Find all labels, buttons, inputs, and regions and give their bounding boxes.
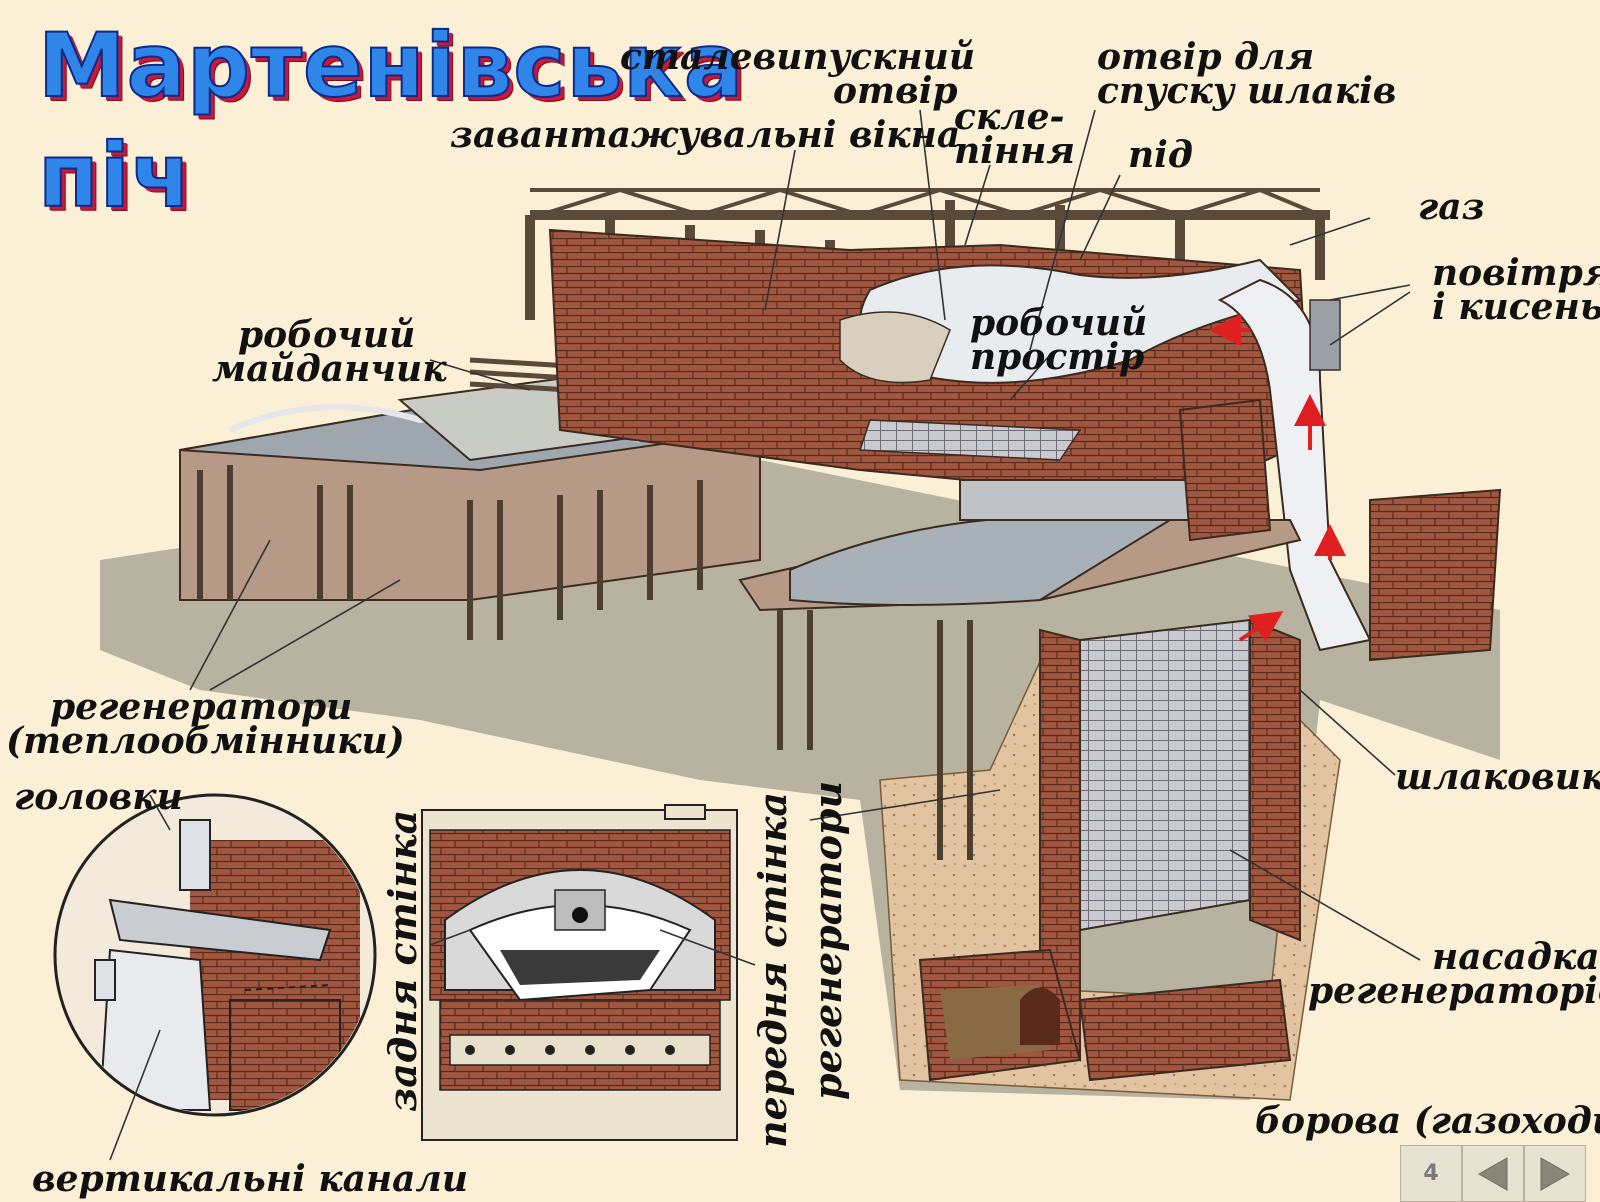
label-air-line2: і кисень bbox=[1432, 286, 1600, 328]
label-regenerators-line2: (теплообмінники) bbox=[6, 720, 405, 762]
label-hearth: під bbox=[1128, 134, 1193, 176]
label-slag-pocket: шлаковик bbox=[1395, 756, 1600, 798]
label-air-line1: повітря bbox=[1432, 252, 1600, 294]
triangle-left-icon bbox=[1477, 1156, 1508, 1191]
label-platform-line2: майданчик bbox=[212, 348, 447, 390]
label-slag-hole-line1: отвір для bbox=[1097, 36, 1315, 78]
label-steel-outlet-line1: сталевипускний bbox=[620, 36, 975, 78]
prev-slide-button[interactable] bbox=[1462, 1145, 1524, 1202]
label-checker-line2: регенераторів bbox=[1308, 970, 1600, 1012]
label-front-wall: передня стінка bbox=[750, 792, 795, 1148]
label-loading-windows: завантажувальні вікна bbox=[450, 114, 961, 156]
label-workspace-line1: робочий bbox=[970, 302, 1148, 344]
label-vault-line2: піння bbox=[954, 130, 1075, 172]
label-flues: борова (газоходи) bbox=[1255, 1100, 1600, 1142]
label-workspace-line2: простір bbox=[970, 336, 1145, 378]
label-regenerators-vertical: регенератори bbox=[805, 780, 850, 1100]
label-platform-line1: робочий bbox=[238, 314, 416, 356]
triangle-right-icon bbox=[1540, 1156, 1571, 1191]
label-slag-hole-line2: спуску шлаків bbox=[1097, 70, 1397, 112]
slide-title-line2: піч bbox=[37, 124, 193, 227]
next-slide-button[interactable] bbox=[1524, 1145, 1586, 1202]
label-vault-line1: скле- bbox=[954, 96, 1065, 138]
label-steel-outlet-line2: отвір bbox=[833, 70, 958, 112]
label-gas: газ bbox=[1418, 186, 1485, 228]
label-regenerators-line1: регенератори bbox=[50, 686, 353, 728]
page-number: 4 bbox=[1400, 1145, 1462, 1202]
label-heads: головки bbox=[14, 776, 183, 818]
label-checker-line1: насадка bbox=[1432, 936, 1600, 978]
slide-title-line1: Мартенівська bbox=[37, 14, 745, 117]
label-back-wall: задня стінка bbox=[380, 809, 425, 1112]
label-vertical-channels: вертикальні канали bbox=[32, 1158, 469, 1200]
